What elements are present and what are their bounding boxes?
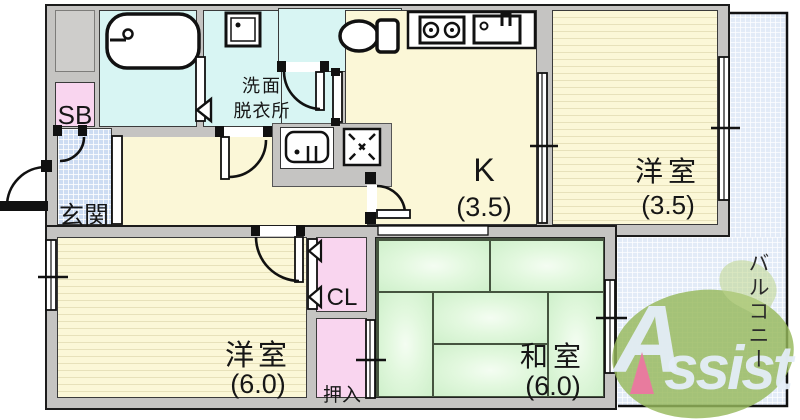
japanese-room-label: 和室	[519, 341, 586, 372]
balcony-label: バルコニー	[746, 252, 769, 372]
washer-drain-icon	[235, 22, 241, 28]
japanese-room-floor	[375, 237, 605, 398]
western-room-small-floor	[552, 10, 718, 225]
utility-box	[55, 10, 95, 72]
tatami-mat	[434, 345, 547, 396]
burner-icon	[422, 21, 440, 39]
toilet-tank-icon	[375, 18, 400, 54]
entrance-label: 玄関	[58, 202, 109, 230]
shoebox-area	[55, 82, 95, 127]
stove-icon	[418, 15, 466, 45]
closet-floor	[316, 237, 367, 312]
washroom-label-line1: 洗面	[242, 76, 282, 96]
fusuma-opening	[377, 225, 489, 236]
oshiire-floor	[316, 318, 367, 398]
bathtub-icon	[105, 12, 201, 70]
window-east-western	[711, 56, 740, 201]
agency-logo-initial: A	[614, 286, 684, 393]
washroom-door	[215, 126, 272, 180]
window-west	[38, 239, 68, 311]
shoebox-door	[53, 125, 87, 163]
burner-icon	[443, 21, 461, 39]
basin-drain	[294, 149, 300, 155]
sink-icon	[472, 14, 522, 45]
sink-drain-icon	[479, 21, 489, 31]
tatami-mat	[549, 293, 603, 396]
toilet-icon	[338, 19, 380, 53]
entrance-door	[0, 160, 52, 211]
closet-folding-door	[307, 238, 323, 310]
sliding-door-washroom	[331, 68, 343, 126]
tatami-mat	[379, 241, 489, 291]
sliding-door-oshiire	[356, 319, 386, 399]
bathroom-folding-door	[195, 56, 213, 124]
shoebox-label: SB	[57, 100, 93, 130]
agency-logo-text: ssist	[664, 334, 793, 403]
western-room-large-label: 洋室	[224, 340, 291, 372]
western-room-small-size: (3.5)	[641, 190, 695, 220]
japanese-room-size: (6.0)	[525, 371, 581, 401]
toilet-door	[277, 61, 329, 111]
kitchen-label: K	[473, 152, 495, 188]
tatami-mat	[491, 241, 603, 291]
washroom-label-line2: 脱衣所	[233, 101, 291, 121]
washer-pan-inner	[230, 17, 256, 42]
window-east-japanese	[596, 279, 627, 374]
sliding-door-kitchen-west	[530, 72, 558, 224]
tatami-mat	[434, 293, 547, 343]
x-mark	[348, 133, 376, 161]
bathtub-drain-icon	[122, 28, 134, 40]
kitchen-door	[365, 172, 411, 224]
oshiire-label: 押入	[322, 385, 361, 406]
entrance-step	[111, 135, 123, 225]
burner-center	[429, 28, 433, 32]
faucet-icon	[500, 12, 512, 26]
western-room-large-size: (6.0)	[230, 369, 286, 399]
entrance-floor	[57, 128, 112, 225]
tatami-mat	[379, 293, 432, 396]
closet-label: CL	[326, 284, 358, 311]
western-room-door	[251, 225, 305, 283]
western-room-small-label: 洋室	[634, 156, 701, 187]
kitchen-size: (3.5)	[456, 192, 512, 222]
burner-center	[450, 28, 454, 32]
